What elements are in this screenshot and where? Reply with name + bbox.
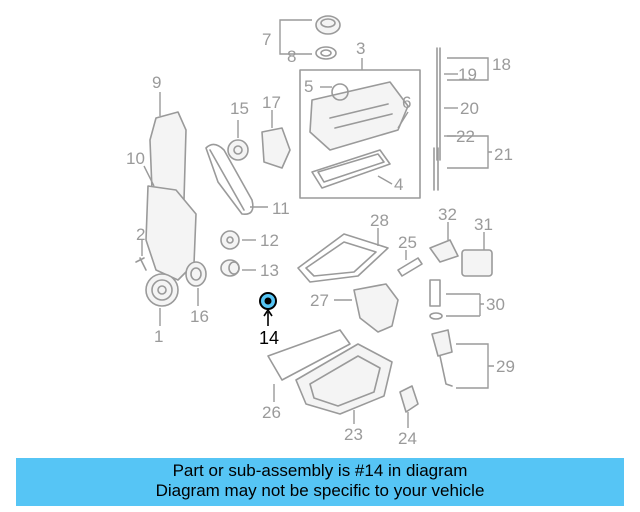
callout-1: 1 xyxy=(154,327,163,346)
callout-16: 16 xyxy=(190,307,209,326)
part-3-valve-cover xyxy=(309,81,409,151)
part-17-tensioner xyxy=(261,127,291,169)
part-11-timing-belt xyxy=(205,143,254,216)
leader-4 xyxy=(377,175,393,185)
callout-32: 32 xyxy=(438,205,457,224)
info-banner: Part or sub-assembly is #14 in diagram D… xyxy=(16,458,624,506)
part-3-frame xyxy=(299,69,421,199)
arrow-14 xyxy=(263,308,273,317)
callout-20: 20 xyxy=(460,99,479,118)
callout-28: 28 xyxy=(370,211,389,230)
part-27-oil-pump xyxy=(353,283,399,333)
banner-line-2: Diagram may not be specific to your vehi… xyxy=(155,481,485,500)
leader-10 xyxy=(143,165,155,187)
part-11-belt-inner xyxy=(209,149,245,211)
part-15-pulley xyxy=(227,139,249,161)
part-25-strainer xyxy=(397,257,423,277)
callout-11: 11 xyxy=(272,199,290,218)
part-30-filter xyxy=(429,279,441,307)
callout-5: 5 xyxy=(304,77,313,96)
part-12-idler xyxy=(220,230,240,250)
part-29-sensor xyxy=(431,329,453,357)
callout-30: 30 xyxy=(486,295,505,314)
leader-21 xyxy=(447,135,492,169)
part-2-bolt xyxy=(135,257,147,271)
part-31-oil-cooler xyxy=(461,249,493,277)
part-28-gasket-inner xyxy=(305,241,377,277)
callout-8: 8 xyxy=(287,47,296,66)
callout-13: 13 xyxy=(260,261,279,280)
part-23-oil-pan xyxy=(295,343,393,415)
part-18-dipstick xyxy=(436,47,441,161)
callout-29: 29 xyxy=(496,357,515,376)
callout-4: 4 xyxy=(394,175,403,194)
leader-18 xyxy=(447,57,489,81)
leader-30 xyxy=(446,293,484,317)
part-4-gasket xyxy=(311,149,391,189)
callout-2: 2 xyxy=(136,225,145,244)
leader-29 xyxy=(456,343,494,389)
callout-6: 6 xyxy=(402,93,411,112)
part-7-cap xyxy=(315,15,341,35)
leader-6 xyxy=(397,111,409,129)
part-21-tube xyxy=(433,147,439,191)
part-29-wire xyxy=(439,355,453,387)
callout-24: 24 xyxy=(398,429,417,448)
callout-31: 31 xyxy=(474,215,493,234)
callout-12: 12 xyxy=(260,231,279,250)
callout-9: 9 xyxy=(152,73,161,92)
part-14-highlighted[interactable] xyxy=(259,292,277,310)
callout-18: 18 xyxy=(492,55,511,74)
banner-line-1: Part or sub-assembly is #14 in diagram xyxy=(172,461,468,480)
callout-17: 17 xyxy=(262,93,281,112)
callout-10: 10 xyxy=(126,149,145,168)
callout-3: 3 xyxy=(356,39,365,58)
callout-26: 26 xyxy=(262,403,281,422)
part-8-seal xyxy=(315,46,337,60)
part-1-crank-pulley xyxy=(145,273,179,307)
part-28-gasket xyxy=(297,233,389,283)
callout-15: 15 xyxy=(230,99,249,118)
callout-19: 19 xyxy=(458,65,477,84)
part-32-housing xyxy=(429,239,459,263)
part-13-roller xyxy=(220,259,240,277)
callout-27: 27 xyxy=(310,291,329,310)
callout-14: 14 xyxy=(259,328,279,348)
callout-21: 21 xyxy=(494,145,513,164)
callout-25: 25 xyxy=(398,233,417,252)
part-26-baffle xyxy=(267,329,351,381)
part-16-sprocket xyxy=(185,261,207,287)
leader-7-8 xyxy=(279,19,312,55)
callout-7: 7 xyxy=(262,30,271,49)
part-30-oring xyxy=(429,312,443,320)
callout-23: 23 xyxy=(344,425,363,444)
part-24-drain xyxy=(399,385,419,413)
